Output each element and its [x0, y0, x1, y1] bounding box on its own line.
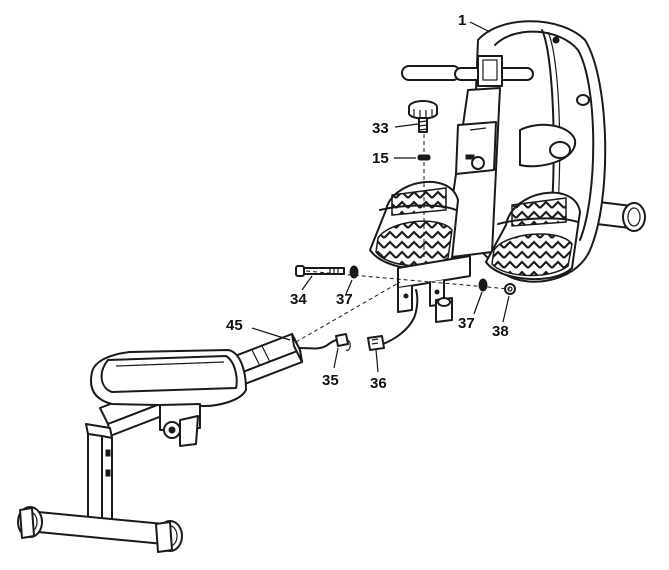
tension-knob: [408, 100, 438, 133]
callout-label: 34: [290, 291, 307, 308]
rear-stabilizer: [17, 506, 183, 553]
sensor-wire-36: [367, 289, 419, 351]
bolt-axis-line: [305, 270, 511, 290]
callout-label: 45: [226, 317, 243, 334]
bolt-34: [295, 265, 345, 277]
right-footrest: [485, 191, 581, 281]
callout-label: 15: [372, 150, 389, 167]
handle-bar: [401, 55, 534, 87]
front-bracket: [397, 255, 471, 323]
rear-leg: [85, 423, 113, 523]
callout-label: 33: [372, 120, 389, 137]
sensor-wire-35: [299, 333, 351, 351]
callout-label: 35: [322, 372, 339, 389]
callout-leaders: [251, 21, 510, 373]
callout-label: 37: [336, 291, 353, 308]
callout-label: 1: [458, 12, 466, 29]
rail-axis-line: [295, 281, 401, 343]
washer-37-left: [349, 265, 359, 279]
callout-label: 37: [458, 315, 475, 332]
left-footrest: [369, 181, 459, 270]
washer-37-right: [478, 278, 488, 292]
seat: [90, 349, 247, 447]
callout-label: 38: [492, 323, 509, 340]
callout-label: 36: [370, 375, 387, 392]
